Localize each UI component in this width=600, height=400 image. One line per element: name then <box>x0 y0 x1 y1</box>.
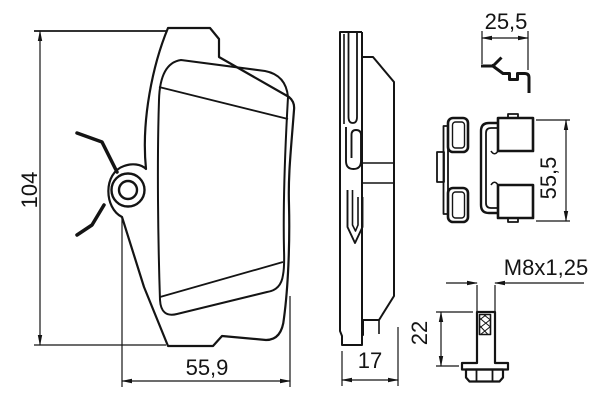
clip-edge-top-pad-inner <box>451 121 466 149</box>
clip-front-top-block <box>496 116 535 153</box>
dim-255-arrow-right <box>518 35 529 41</box>
sensor-grommet-outer <box>110 172 146 208</box>
dim-555-arrow-down <box>563 211 569 222</box>
dim-104-arrow-up <box>37 30 43 41</box>
dimension-lines <box>34 30 584 387</box>
dim-255-arrow-left <box>481 35 492 41</box>
wear-indicator-spring-lower-arm <box>75 203 106 237</box>
bolt-thread-hatch <box>479 314 491 335</box>
friction-pad-outline <box>156 59 289 316</box>
dim-m8-arrow-right <box>494 280 505 286</box>
dim-label-pad-thickness: 17 <box>357 348 383 373</box>
dim-22-arrow-up <box>438 311 444 322</box>
clip-front-bottom-tab <box>507 217 519 223</box>
side-clip-loop <box>345 127 362 170</box>
pad-chamfer-line-top <box>158 86 289 120</box>
dim-label-clip-height: 55,5 <box>536 156 561 200</box>
dim-label-pad-height: 104 <box>17 171 42 209</box>
dim-label-shim-width: 25,5 <box>484 9 528 34</box>
guide-bolt-view <box>460 310 510 383</box>
pad-chamfer-line-bottom <box>159 261 284 298</box>
shim-clip-profile <box>481 56 531 93</box>
bolt-shank-and-flange <box>460 310 510 371</box>
dim-m8-arrow-left <box>467 280 478 286</box>
dim-label-bolt-thread: M8x1,25 <box>503 255 589 280</box>
retainer-clips-view <box>436 113 535 224</box>
dim-559-arrow-right <box>280 378 291 384</box>
sensor-hole <box>117 179 139 201</box>
clip-front-notch-bottom <box>490 181 499 186</box>
side-view-brake-pad <box>339 31 395 346</box>
side-plate-slot <box>347 33 358 124</box>
dim-label-bolt-shank-length: 22 <box>407 320 432 346</box>
side-clip-hook-inner <box>351 190 359 232</box>
shim-clip-view <box>481 56 531 93</box>
dim-555-arrow-up <box>563 119 569 130</box>
clip-front-bracket-inner <box>485 127 498 209</box>
side-backing-plate <box>339 31 363 346</box>
side-friction-block <box>362 56 395 336</box>
bolt-thread-patch <box>478 313 492 336</box>
front-view-brake-pad <box>75 26 296 348</box>
wear-indicator-spring-upper-arm <box>75 131 119 174</box>
side-clip-hook-outer <box>346 190 364 244</box>
dim-17-arrow-right <box>388 377 399 383</box>
dim-label-pad-width: 55,9 <box>185 355 229 380</box>
dim-559-arrow-left <box>121 378 132 384</box>
clip-edge-tab <box>436 151 445 183</box>
clip-edge-bottom-pad-inner <box>451 191 466 219</box>
dim-104-arrow-down <box>37 335 43 346</box>
clip-front-top-tab <box>507 113 519 119</box>
dim-17-arrow-left <box>341 377 352 383</box>
bolt-hex-head <box>464 368 505 383</box>
backing-plate-outline <box>107 26 296 348</box>
clip-front-bracket-outer <box>479 121 498 215</box>
clip-front-bottom-block <box>496 183 535 220</box>
clip-front-notch-top <box>490 150 499 155</box>
dim-22-arrow-down <box>438 356 444 367</box>
